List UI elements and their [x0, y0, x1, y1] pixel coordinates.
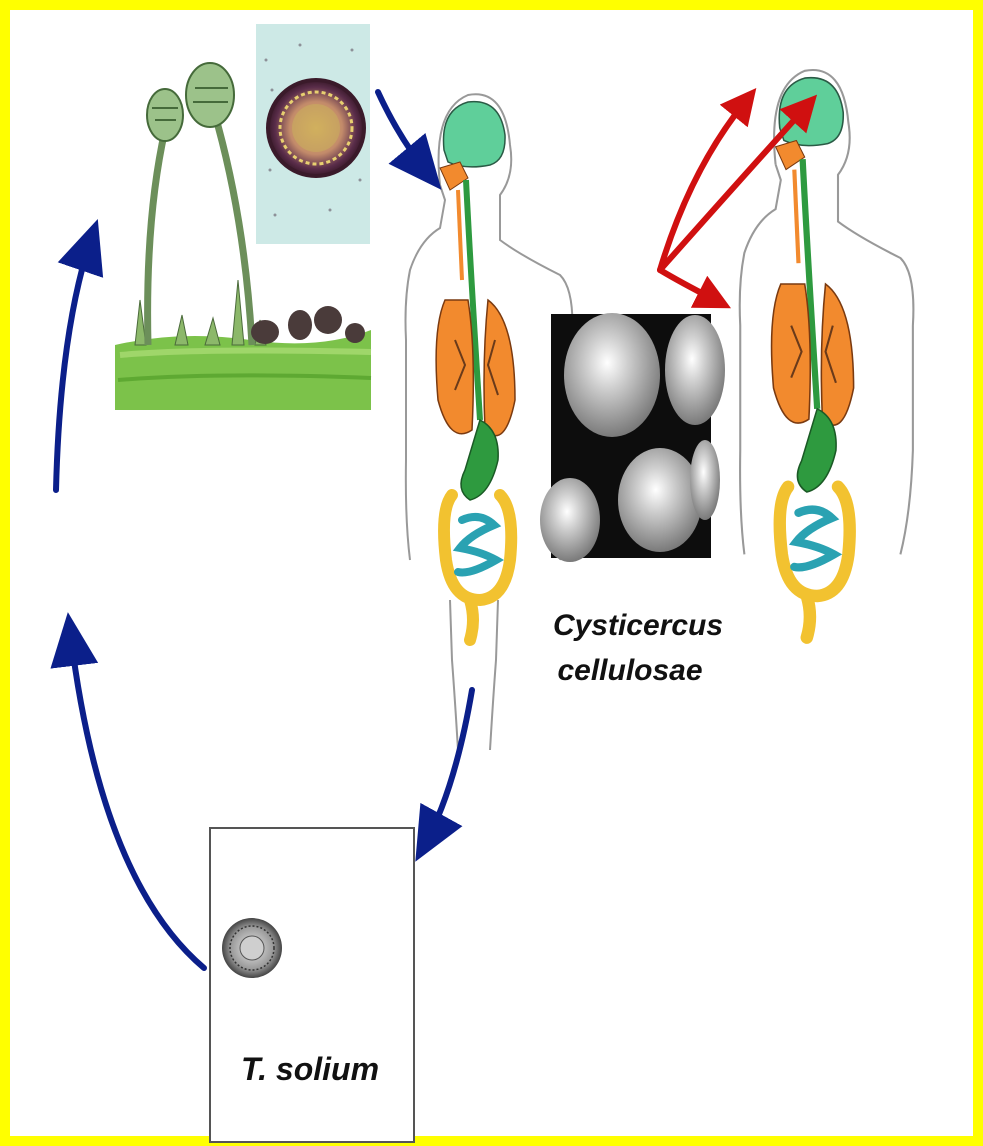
- tsolium-box: [210, 828, 414, 1142]
- cysticercus-label-line2: cellulosae: [557, 654, 702, 687]
- arrow-to-brain-2: [660, 108, 805, 270]
- arrow-to-vegetation: [56, 236, 92, 490]
- migration-arrows: [660, 102, 805, 300]
- tsolium-label: T. solium: [241, 1051, 379, 1087]
- arrow-egg-to-human: [378, 92, 430, 176]
- taenia-egg-icon: [222, 918, 282, 978]
- cysticercus-label-line1: Cysticercus: [553, 609, 723, 642]
- cyst-micrograph-icon: [540, 313, 725, 562]
- egg-micrograph-icon: [256, 24, 370, 244]
- arrow-human-to-tsolium: [424, 690, 472, 846]
- arrow-to-body: [660, 270, 715, 300]
- arrow-tsolium-upward: [70, 630, 204, 968]
- human-host-icon: [406, 94, 573, 750]
